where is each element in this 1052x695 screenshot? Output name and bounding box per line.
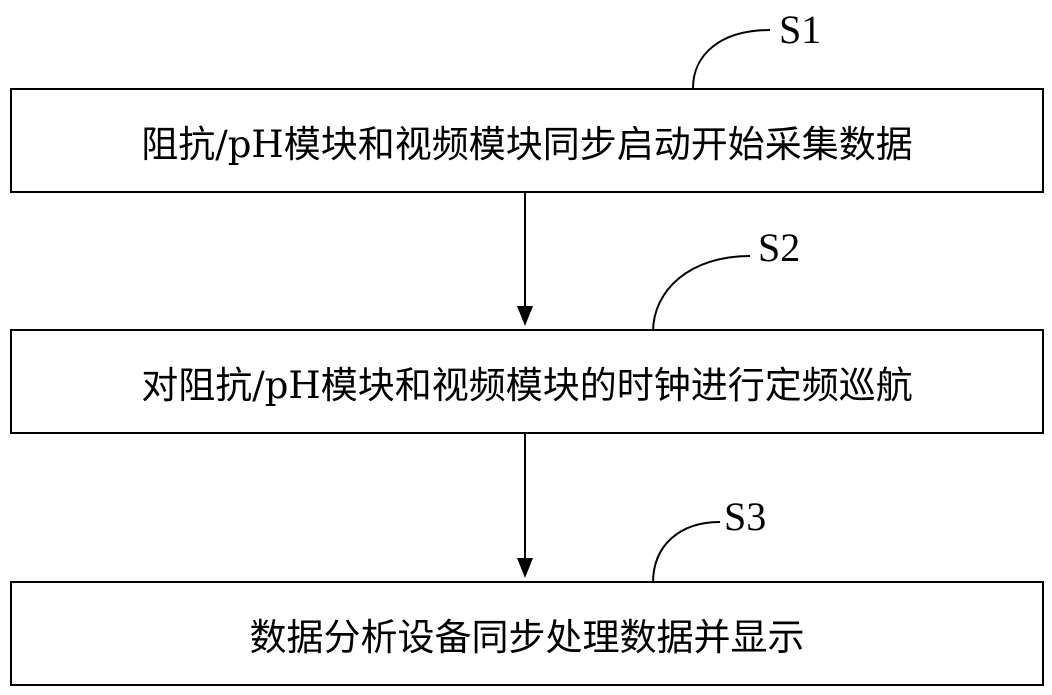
- step-box-s3: 数据分析设备同步处理数据并显示: [10, 581, 1044, 686]
- step-box-s2: 对阻抗/pH模块和视频模块的时钟进行定频巡航: [10, 329, 1044, 434]
- step-text-s2: 对阻抗/pH模块和视频模块的时钟进行定频巡航: [141, 355, 912, 409]
- arrowhead-s2-to-s3: [517, 558, 533, 578]
- step-text-s3: 数据分析设备同步处理数据并显示: [250, 607, 805, 661]
- leader-curve-s3: [653, 522, 720, 583]
- step-text-s1: 阻抗/pH模块和视频模块同步启动开始采集数据: [141, 114, 912, 168]
- step-label-s1: S1: [779, 10, 821, 50]
- step-label-s2: S2: [758, 228, 800, 268]
- step-label-s3: S3: [724, 497, 766, 537]
- step-box-s1: 阻抗/pH模块和视频模块同步启动开始采集数据: [10, 88, 1044, 193]
- leader-curve-s1: [693, 30, 770, 88]
- arrowhead-s1-to-s2: [517, 306, 533, 326]
- leader-curve-s2: [653, 256, 750, 332]
